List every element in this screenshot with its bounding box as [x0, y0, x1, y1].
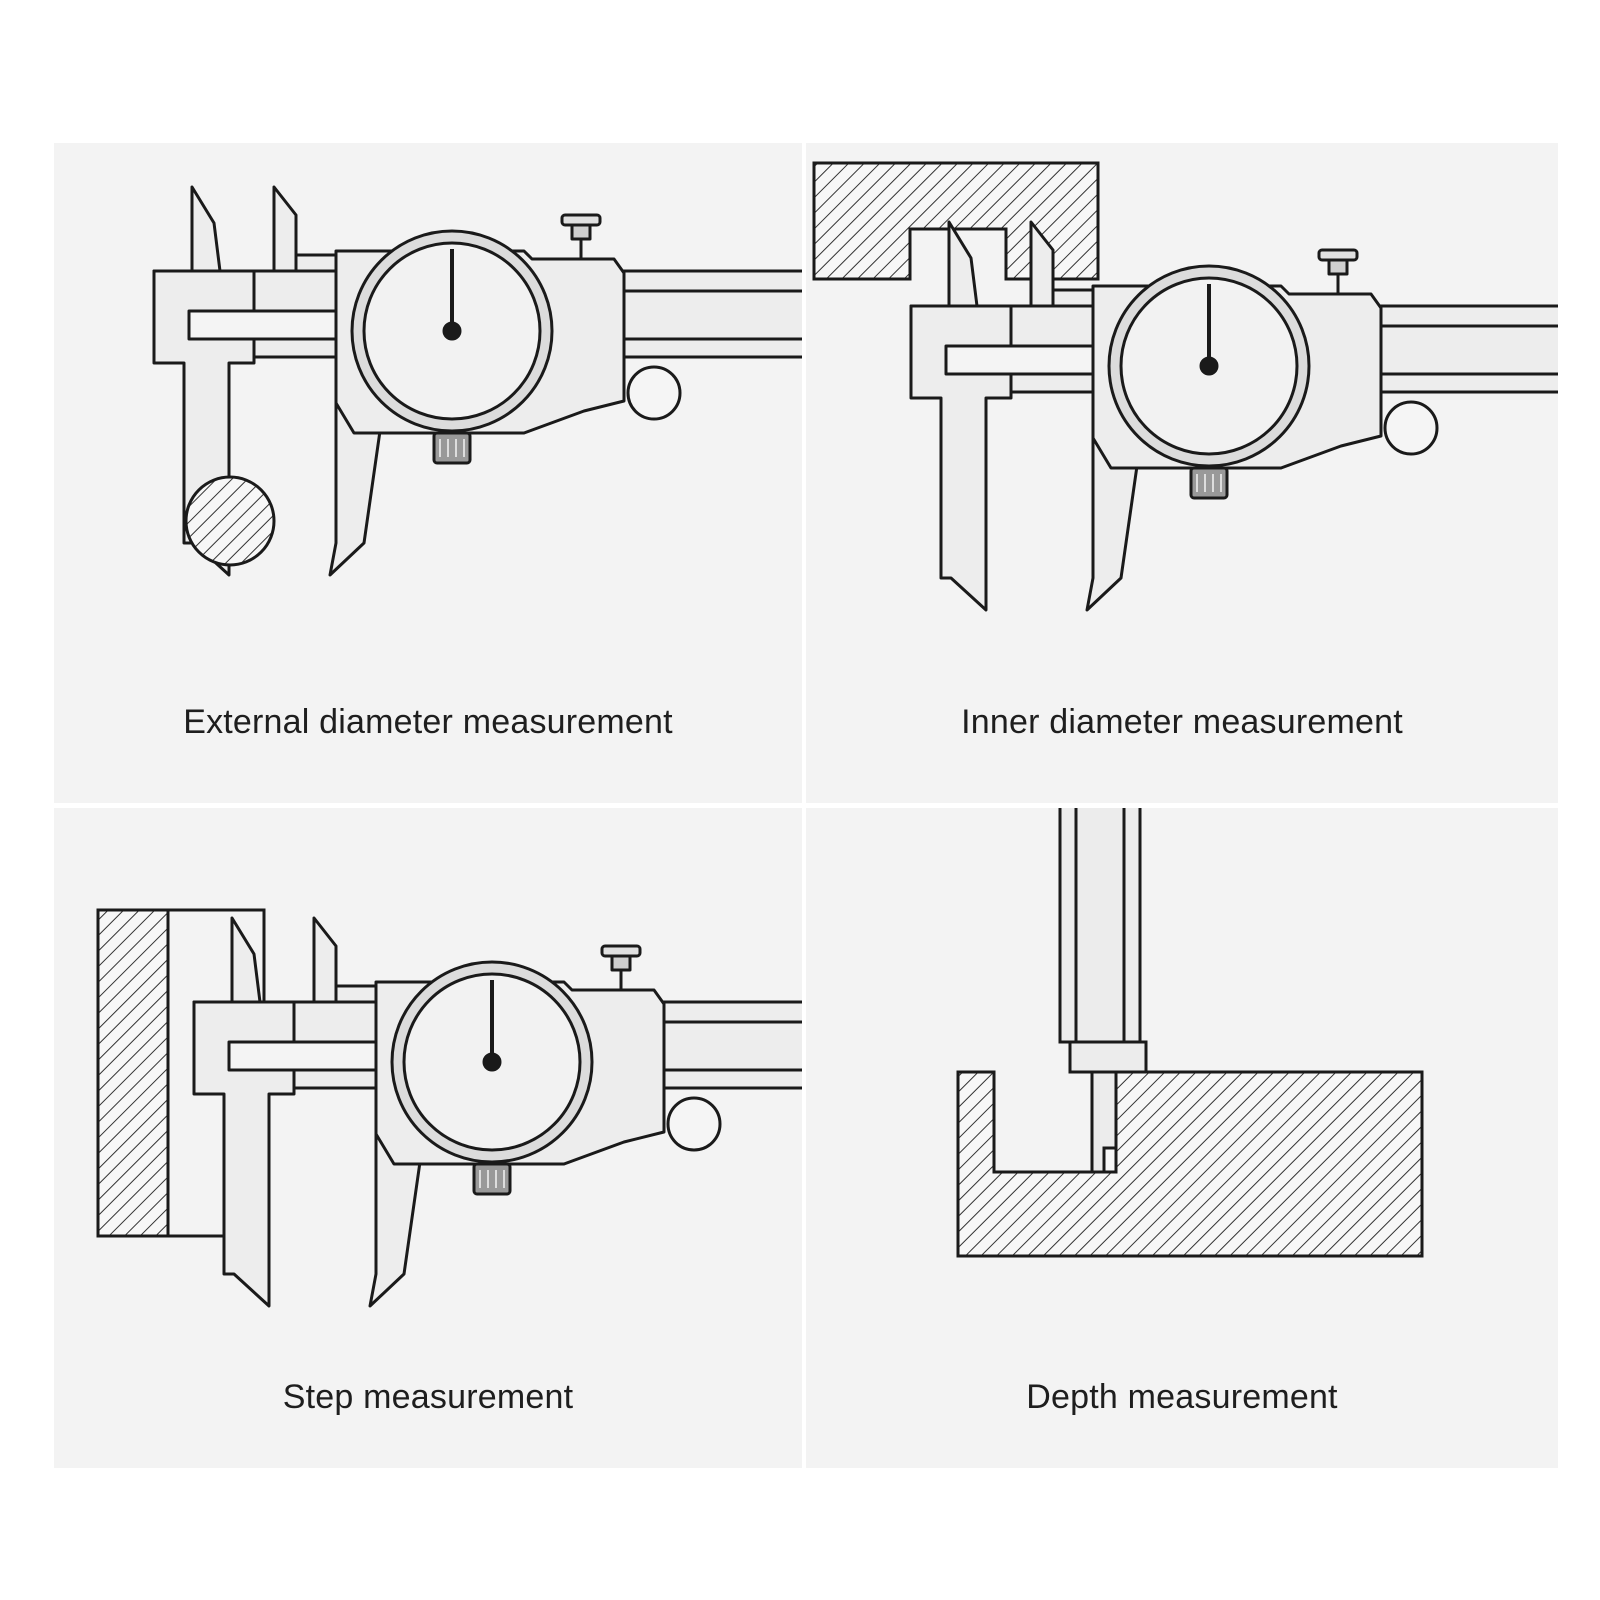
caption-external: External diameter measurement	[183, 703, 673, 741]
caption-depth: Depth measurement	[1026, 1378, 1338, 1416]
panel-step: Step measurement	[54, 808, 802, 1468]
caption-inner: Inner diameter measurement	[961, 703, 1403, 741]
depth-workpiece	[956, 1070, 1424, 1258]
panel-external-diameter: External diameter measurement	[54, 143, 802, 803]
panel-depth: Depth measurement	[806, 808, 1558, 1468]
panel-inner-diameter: Inner diameter measurement	[806, 143, 1558, 803]
step-illustration	[96, 908, 802, 1308]
depth-rod	[1058, 808, 1148, 1174]
caption-step: Step measurement	[282, 1378, 574, 1416]
external-diameter-illustration	[152, 185, 802, 577]
bore-workpiece	[812, 161, 1100, 281]
round-workpiece	[184, 475, 276, 567]
depth-illustration	[956, 808, 1424, 1258]
step-workpiece	[96, 908, 170, 1238]
inner-diameter-illustration	[812, 161, 1558, 612]
